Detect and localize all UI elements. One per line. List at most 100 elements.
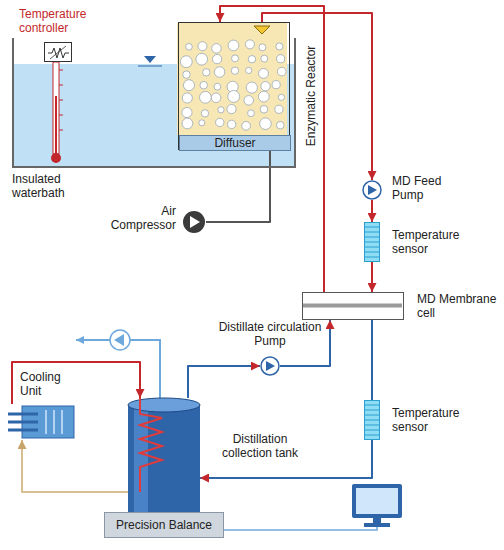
- circulation-pump-shape: [260, 356, 280, 376]
- bubble: [201, 110, 208, 117]
- node-label: Temperature controller: [19, 7, 99, 35]
- bubble: [261, 82, 270, 91]
- tank-body: [128, 405, 200, 512]
- cooling-coil: [140, 398, 162, 492]
- bubble: [227, 120, 235, 128]
- sensor-stripe: [365, 252, 379, 253]
- diffuser: Diffuser: [179, 135, 291, 151]
- tank-top: [128, 398, 200, 412]
- bubble: [216, 118, 224, 126]
- bubble: [231, 67, 238, 74]
- bubble: [199, 120, 205, 126]
- sensor-stripe: [365, 232, 379, 233]
- enzyme-medium: [177, 23, 287, 135]
- bubble: [182, 107, 192, 117]
- temperature-sensor: Temperature sensor: [364, 222, 380, 262]
- sensor-stripe: [365, 420, 379, 421]
- air-compressor: Air Compressor: [182, 210, 206, 234]
- pump-symbol: [368, 185, 377, 195]
- sensor-stripe: [365, 247, 379, 248]
- bubble: [182, 93, 192, 103]
- cooling-fin: [8, 429, 38, 432]
- bubble: [246, 67, 252, 73]
- precision-balance: Precision Balance: [104, 512, 224, 538]
- tank-shade: [134, 405, 148, 512]
- bubble: [259, 44, 266, 51]
- air-compressor-shape: [182, 210, 206, 234]
- cooling-unit: Cooling Unit: [8, 404, 74, 440]
- thermometer-fluid: [55, 96, 57, 156]
- cooling-fin: [45, 410, 47, 434]
- tick: [59, 115, 63, 116]
- sensor-stripe: [365, 410, 379, 411]
- thermometer-bulb: [51, 153, 61, 163]
- bubble: [203, 69, 210, 76]
- sensor-stripe: [365, 257, 379, 258]
- feed-pump-shape: [362, 180, 382, 200]
- tick: [59, 130, 63, 131]
- controller-symbol: [48, 48, 69, 58]
- temperature-controller: Temperature controller: [44, 42, 72, 62]
- flow-line: [371, 262, 373, 292]
- membrane-cell-shape: [303, 293, 405, 321]
- drain-outlet: [76, 339, 110, 341]
- sensor-stripe: [365, 435, 379, 436]
- node-label: Insulated waterbath: [12, 172, 92, 200]
- node-label: Temperature sensor: [392, 406, 474, 434]
- flow-line: [262, 13, 372, 180]
- bubble: [275, 105, 283, 113]
- node-label: Cooling Unit: [20, 370, 78, 398]
- circulation-pump: Distillate circulation Pump: [260, 356, 280, 376]
- bubble: [182, 118, 193, 129]
- bubble: [258, 91, 269, 102]
- waterbath: Insulated waterbathTemperature controlle…: [12, 38, 296, 168]
- bubble: [248, 110, 255, 117]
- bubble: [248, 56, 255, 63]
- bubble: [198, 42, 207, 51]
- tick: [59, 85, 63, 86]
- bubble: [186, 43, 193, 50]
- computer-monitor: [352, 484, 402, 518]
- bubble: [242, 121, 251, 130]
- node-label: Temperature sensor: [392, 228, 474, 256]
- compressor-body: [183, 211, 205, 233]
- outlet-funnel: [254, 26, 270, 34]
- drain-pump-symbol: [114, 334, 124, 346]
- bubble: [244, 96, 254, 106]
- bubble: [228, 40, 239, 51]
- drain-line: [130, 340, 160, 402]
- controller-arrow: [50, 46, 66, 59]
- bubble: [212, 44, 222, 54]
- bubble: [196, 53, 208, 65]
- flow-line: [206, 151, 270, 222]
- bubble: [183, 71, 190, 78]
- bubble: [180, 56, 192, 68]
- flow-line: [188, 366, 260, 398]
- cooling-fin: [61, 410, 63, 434]
- sensor-stripe: [365, 405, 379, 406]
- thermometer-ticks: [59, 70, 63, 130]
- bubble: [232, 55, 239, 62]
- bubble: [227, 104, 236, 113]
- drain-pump: [110, 330, 130, 350]
- flow-line: [22, 440, 128, 492]
- bubble: [218, 107, 224, 113]
- bubble: [260, 118, 272, 130]
- bubble: [245, 40, 254, 49]
- feed-pump: MD Feed Pump: [362, 180, 382, 200]
- node-label: Enzymatic Reactor: [304, 31, 318, 161]
- water-level-mark: [144, 56, 156, 63]
- pump-symbol: [266, 361, 275, 371]
- bubble: [212, 54, 221, 63]
- temperature-sensor-shape: [364, 222, 380, 262]
- compressor-symbol: [190, 216, 200, 228]
- bubble: [214, 67, 225, 78]
- node-label: MD Feed Pump: [392, 174, 454, 202]
- tick: [59, 100, 63, 101]
- sensor-body: [365, 223, 380, 262]
- node-label: Air Compressor: [102, 204, 176, 232]
- node-label: Distillate circulation Pump: [218, 320, 322, 348]
